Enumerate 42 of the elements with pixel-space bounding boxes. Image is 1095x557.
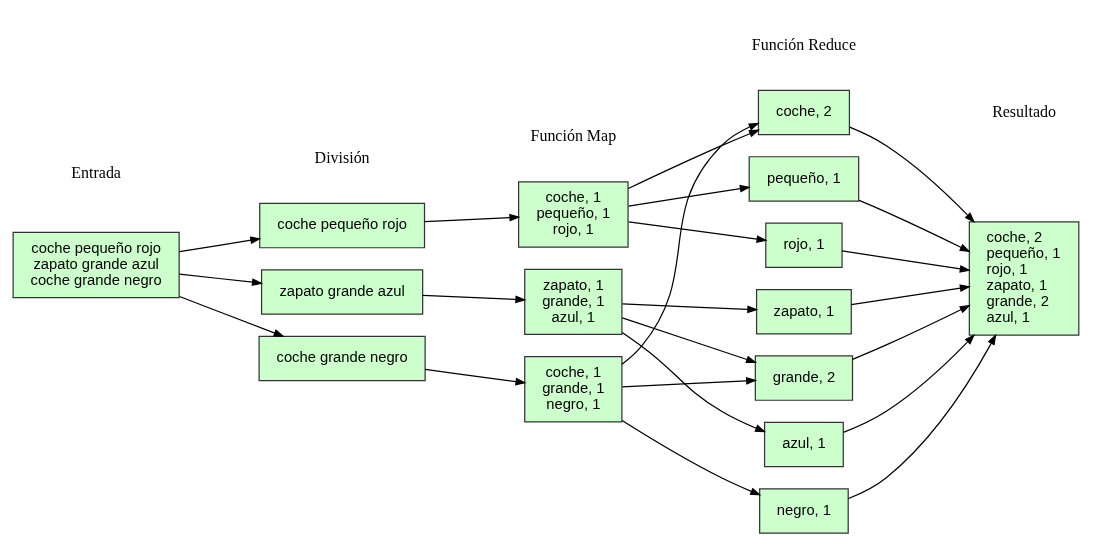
arrow <box>178 295 285 337</box>
node-box: zapato, 1 grande, 1 azul, 1 <box>524 268 623 336</box>
node-box: coche, 1 pequeño, 1 rojo, 1 <box>518 181 629 248</box>
label: Función Map <box>530 127 617 145</box>
arrow <box>422 294 527 304</box>
node-box: grande, 2 <box>754 355 854 401</box>
node-box: coche pequeño rojo zapato grande azul coche grande negro <box>12 231 180 299</box>
node-box: rojo, 1 <box>765 222 843 269</box>
arrow <box>621 331 767 433</box>
arrow <box>841 250 971 273</box>
node-box: coche, 2 <box>757 89 851 136</box>
arrow <box>621 303 759 314</box>
arrow <box>178 236 262 253</box>
arrow <box>847 333 997 500</box>
arrow <box>621 317 758 364</box>
label: Resultado <box>992 102 1057 120</box>
node-box: coche, 1 grande, 1 negro, 1 <box>524 356 623 423</box>
arrow <box>851 304 971 360</box>
arrow <box>621 377 758 388</box>
node-box: azul, 1 <box>763 421 844 468</box>
node-box: coche pequeño rojo <box>259 202 426 249</box>
arrow <box>621 122 760 365</box>
node-box: coche, 2 pequeño, 1 rojo, 1 zapato, 1 grande, 2 azul, 1 <box>968 221 1080 336</box>
node-box: pequeño, 1 <box>748 156 860 202</box>
node-box: negro, 1 <box>759 488 849 534</box>
node-box: zapato, 1 <box>755 288 852 335</box>
arrow <box>178 273 264 286</box>
node-box: coche grande negro <box>258 335 426 382</box>
arrow <box>628 184 751 207</box>
arrow <box>621 419 762 496</box>
label: División <box>314 149 370 167</box>
arrow <box>850 284 971 306</box>
arrow <box>842 334 976 433</box>
node-box: zapato grande azul <box>260 269 424 315</box>
arrow <box>849 126 976 223</box>
arrow <box>628 221 768 243</box>
arrow <box>627 129 761 190</box>
arrow <box>424 368 527 386</box>
label: Función Reduce <box>751 36 857 54</box>
label: Entrada <box>71 164 121 182</box>
arrow <box>424 213 521 223</box>
arrow <box>858 199 971 253</box>
